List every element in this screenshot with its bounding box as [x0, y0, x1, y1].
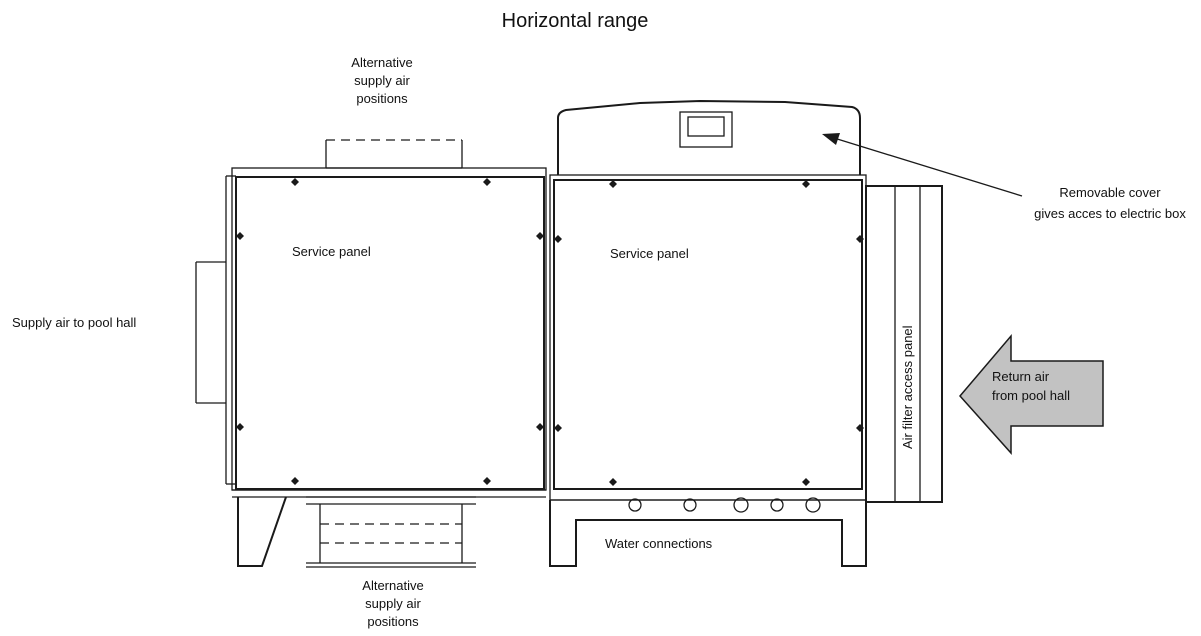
alt-supply-bottom-label-line3: positions — [367, 614, 419, 629]
alt-supply-top-label-line2: supply air — [354, 73, 410, 88]
alt-supply-top-label-line3: positions — [356, 91, 408, 106]
supply-air-outlet — [195, 261, 226, 404]
removable-cover — [557, 99, 861, 175]
filter-panel-label: Air filter access panel — [900, 325, 915, 449]
cover-callout-arrow — [822, 133, 1023, 197]
air-filter-access-panel — [865, 185, 943, 503]
supply-air-label: Supply air to pool hall — [12, 315, 136, 330]
alt-supply-duct-bottom — [306, 496, 476, 568]
service-panel-right-label: Service panel — [610, 246, 689, 261]
left-module-feet — [237, 496, 287, 567]
alt-supply-top-label-line1: Alternative — [351, 55, 412, 70]
water-connection-ports — [628, 497, 821, 513]
removable-cover-label-line2: gives acces to electric box — [1034, 206, 1186, 221]
removable-cover-label-line1: Removable cover — [1059, 185, 1161, 200]
return-air-arrow — [959, 333, 1104, 455]
alt-supply-bottom-label-line1: Alternative — [362, 578, 423, 593]
right-module-bolts — [554, 180, 864, 486]
return-air-label-line2: from pool hall — [992, 388, 1070, 403]
alt-supply-duct-top — [325, 139, 463, 169]
left-module — [225, 167, 547, 498]
right-module-feet — [549, 500, 867, 567]
right-module — [549, 174, 867, 501]
return-air-label-line1: Return air — [992, 369, 1050, 384]
service-panel-left-label: Service panel — [292, 244, 371, 259]
diagram-title: Horizontal range — [502, 10, 649, 32]
alt-supply-bottom-label-line2: supply air — [365, 596, 421, 611]
water-connections-label: Water connections — [605, 536, 713, 551]
left-module-bolts — [236, 178, 544, 485]
